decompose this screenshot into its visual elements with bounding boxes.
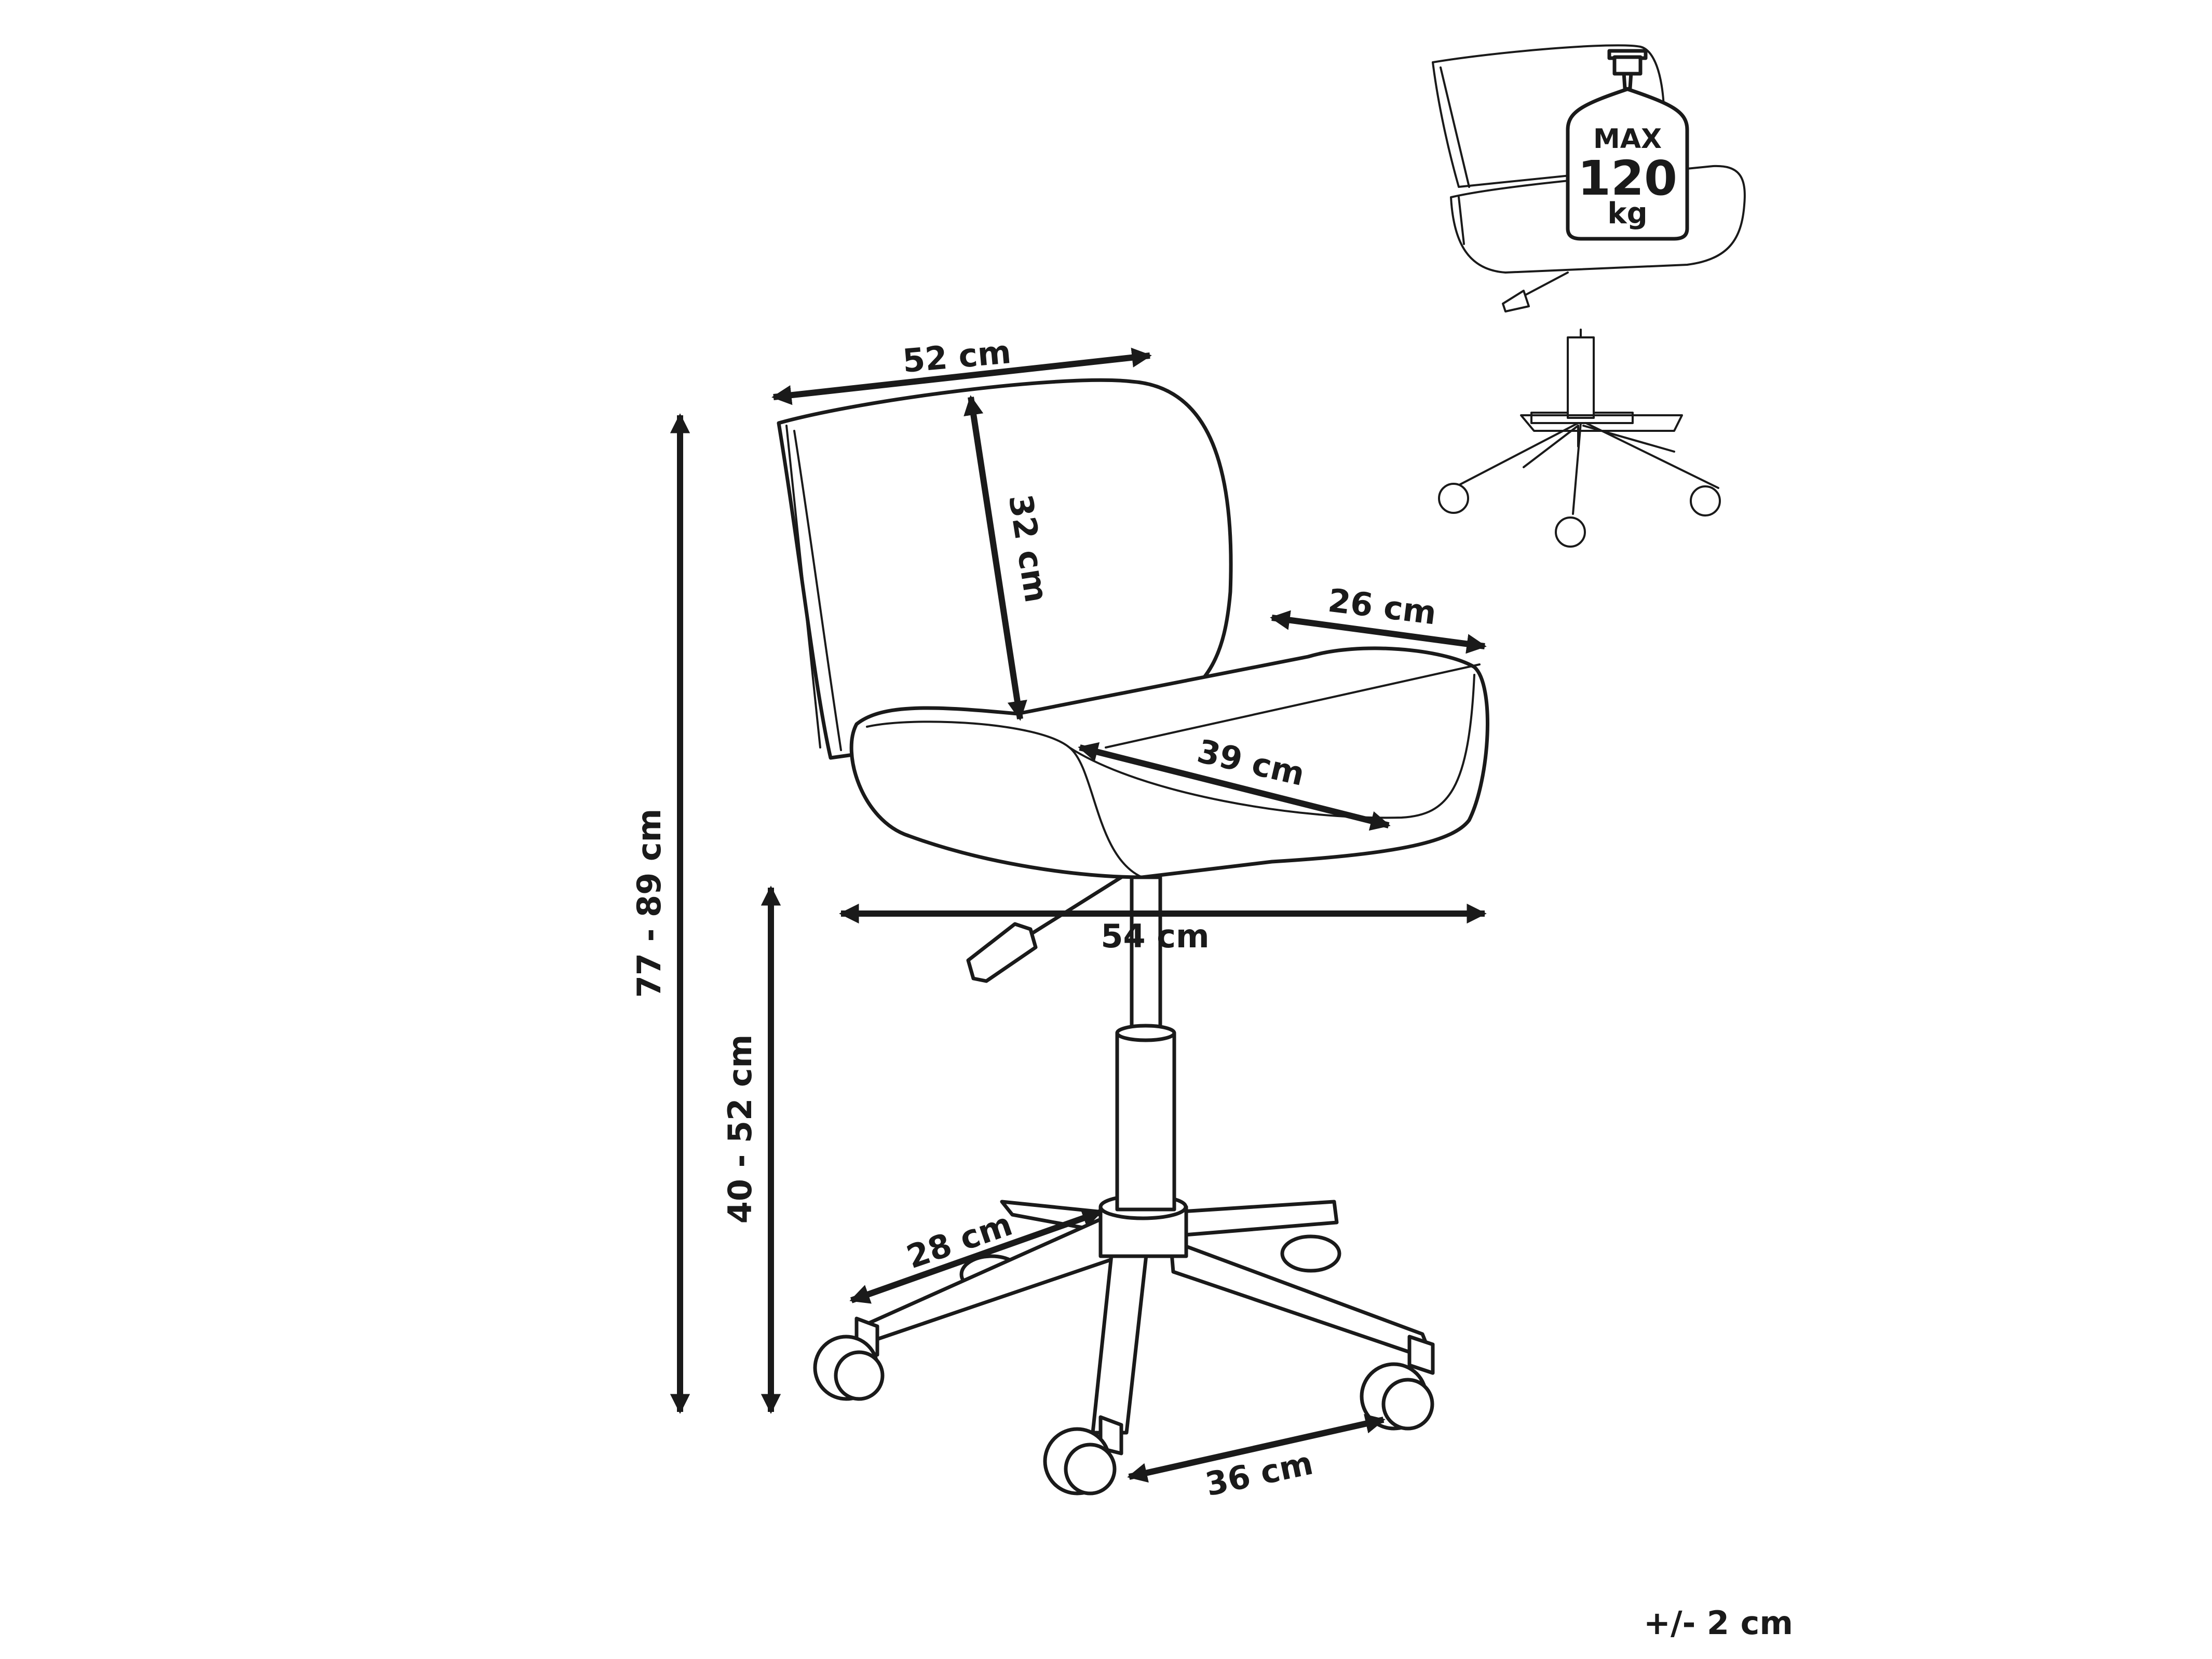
weight-limit-value: 120: [1578, 151, 1677, 206]
dim-line-leg-length: [849, 1208, 1103, 1304]
dimension-labels: 52 cm 32 cm 26 cm 39 cm 54 cm 77 - 89 cm…: [630, 333, 1439, 1503]
weight-limit-unit: kg: [1607, 197, 1647, 230]
label-overall-width: 54 cm: [1101, 917, 1209, 955]
dim-line-back-width: [771, 347, 1152, 405]
label-seat-height: 40 - 52 cm: [721, 1035, 759, 1223]
tolerance-note: +/- 2 cm: [1644, 1604, 1793, 1642]
main-chair-drawing: [777, 378, 1489, 1495]
weight-icon: [1566, 49, 1689, 241]
dim-line-back-height: [963, 395, 1027, 721]
dim-line-seat-depth: [1078, 742, 1391, 831]
casters: [813, 1316, 1435, 1495]
height-lever: [966, 875, 1123, 983]
dim-line-wheel-spacing: [1127, 1413, 1386, 1483]
label-back-width: 52 cm: [901, 333, 1013, 380]
weight-limit-max: MAX: [1593, 124, 1662, 155]
dimension-lines: [670, 347, 1487, 1483]
dim-line-seat-front: [1270, 610, 1487, 654]
label-overall-height: 77 - 89 cm: [630, 809, 668, 998]
label-wheel-spacing: 36 cm: [1202, 1444, 1317, 1504]
weight-limit-label: MAX 120 kg: [1578, 124, 1677, 230]
